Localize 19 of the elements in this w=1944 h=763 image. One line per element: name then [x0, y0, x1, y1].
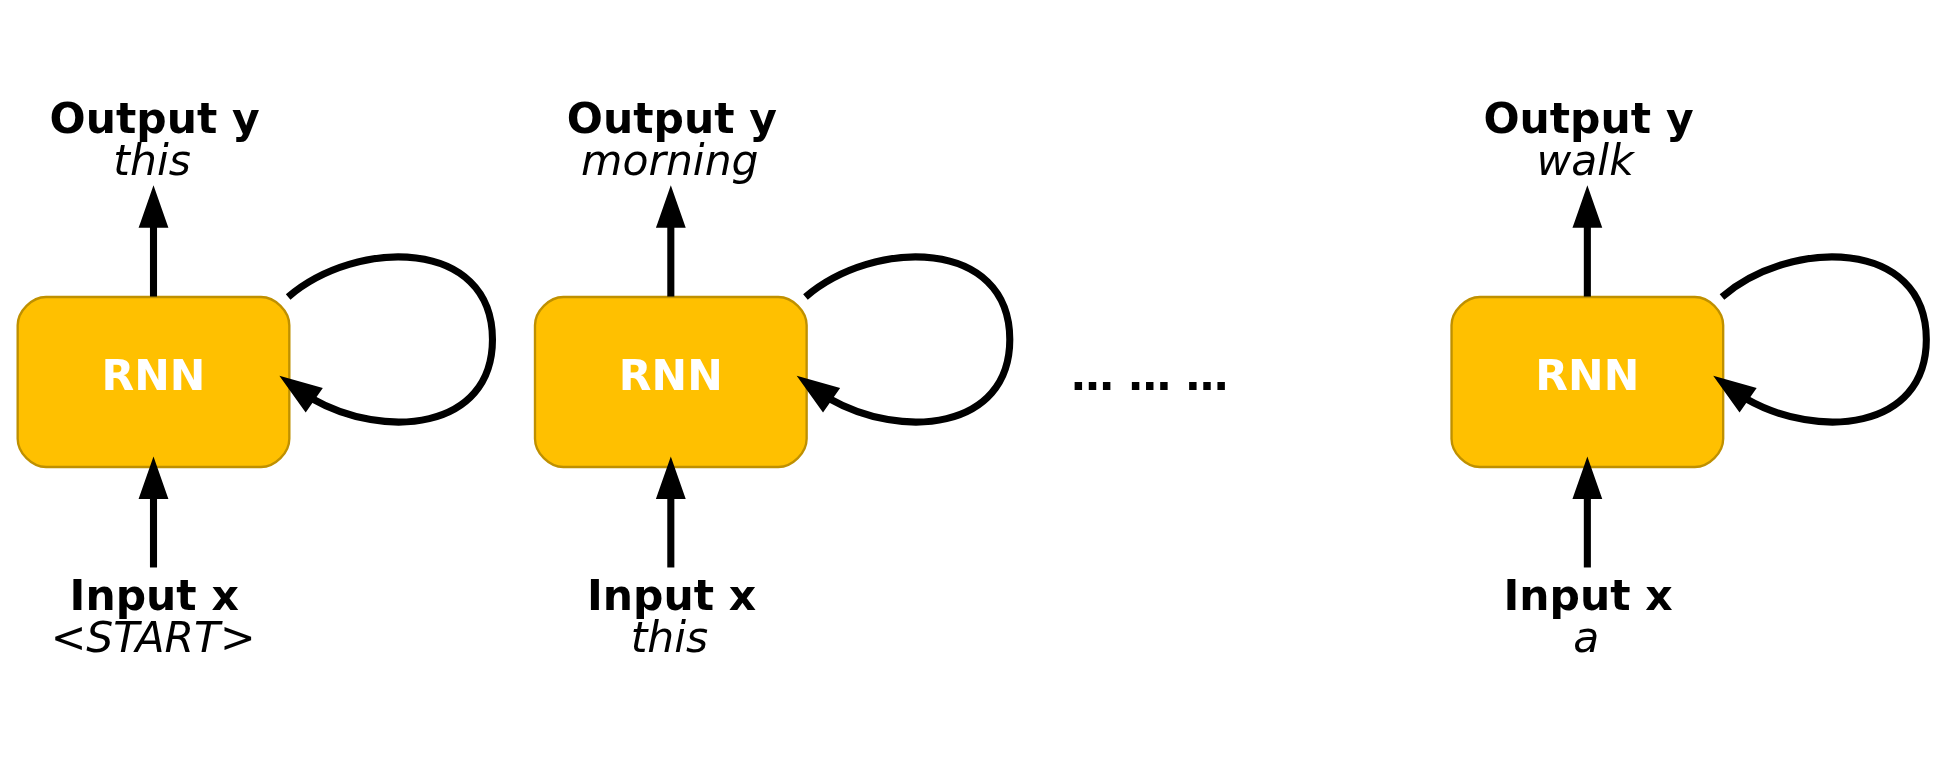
- arrow: [138, 184, 169, 297]
- node-text: Input x this: [586, 570, 757, 662]
- node-text: Output y walk: [1483, 93, 1694, 185]
- arrow: [1572, 184, 1603, 297]
- node-text: Output y morning: [566, 93, 778, 185]
- arrow: [1572, 455, 1603, 567]
- label: … … …: [1071, 350, 1229, 400]
- arrow: [655, 184, 686, 297]
- arrow: [655, 455, 686, 567]
- node-box: RNN: [1450, 295, 1725, 468]
- arrow: [1713, 253, 1930, 425]
- arrow: [138, 455, 169, 567]
- arrow: [796, 253, 1014, 425]
- node-box: RNN: [533, 295, 808, 468]
- node-text: Input x a: [1503, 570, 1673, 662]
- node-text: Input x <START>: [50, 570, 256, 662]
- arrow: [279, 253, 496, 425]
- node-box: RNN: [16, 295, 291, 468]
- node-text: Output y this: [49, 93, 260, 185]
